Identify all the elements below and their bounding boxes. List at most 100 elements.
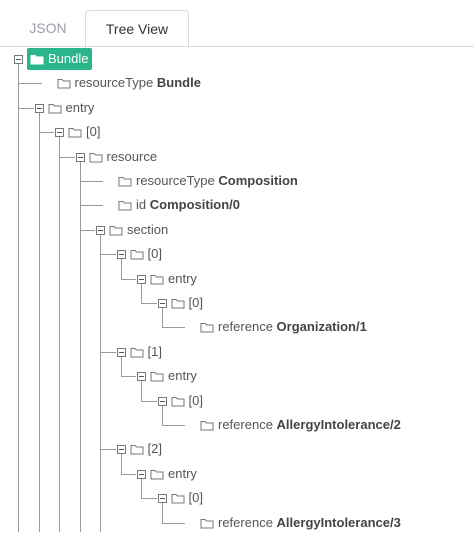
folder-icon (68, 124, 86, 139)
tree-branch-line (161, 425, 185, 426)
tree-branch-line (120, 473, 136, 475)
folder-icon (109, 222, 127, 237)
collapse-minus-icon[interactable] (116, 445, 126, 455)
collapse-minus-icon[interactable] (34, 103, 44, 113)
tab-divider (0, 46, 474, 47)
tree-connector-line (38, 112, 40, 532)
folder-icon (200, 319, 218, 334)
tree-node[interactable]: [2] (130, 438, 162, 460)
tree-node[interactable]: entry (150, 365, 197, 387)
folder-icon (171, 393, 189, 408)
tree-leaf-node[interactable]: reference AllergyIntolerance/3 (200, 512, 401, 534)
folder-icon (150, 271, 168, 286)
node-value: AllergyIntolerance/2 (276, 417, 401, 432)
collapse-minus-icon[interactable] (55, 128, 64, 138)
tree-branch-line (18, 107, 34, 109)
tree-branch-line (79, 205, 103, 207)
tree-branch-line (100, 351, 116, 353)
node-key: [2] (147, 441, 162, 457)
tree-branch-line (161, 522, 185, 524)
folder-icon (30, 51, 48, 66)
tree-branch-line (100, 254, 116, 256)
tree-connector-line (161, 503, 163, 523)
tree-connector-line (120, 454, 122, 474)
folder-icon (200, 417, 218, 432)
tree-connector-line (100, 234, 101, 532)
collapse-minus-icon[interactable] (75, 152, 85, 162)
tree-node[interactable]: resource (89, 146, 158, 168)
tree-connector-line (141, 381, 142, 401)
tree-branch-line (79, 229, 95, 231)
tree-leaf-node[interactable]: resourceType Composition (118, 170, 298, 192)
tree-leaf-node[interactable]: reference AllergyIntolerance/2 (200, 414, 401, 436)
node-value: Bundle (156, 75, 201, 91)
folder-icon (150, 466, 168, 481)
tree-node[interactable]: entry (150, 463, 197, 485)
tree-node[interactable]: entry (48, 97, 95, 119)
collapse-minus-icon[interactable] (14, 55, 23, 64)
collapse-minus-icon[interactable] (137, 274, 146, 284)
node-key: entry (168, 368, 197, 384)
tree-connector-line (120, 259, 122, 279)
node-key: section (127, 221, 169, 237)
node-value: Organization/1 (276, 319, 367, 335)
tree-node[interactable]: [0] (171, 390, 203, 412)
tree-branch-line (79, 181, 103, 182)
node-key: [0] (86, 124, 101, 140)
node-key: entry (168, 465, 197, 481)
collapse-minus-icon[interactable] (137, 372, 146, 382)
tree-connector-line (120, 356, 122, 377)
collapse-minus-icon[interactable] (137, 469, 146, 479)
collapse-minus-icon[interactable] (96, 225, 105, 235)
tree-node[interactable]: section (109, 219, 168, 241)
folder-icon (130, 344, 148, 359)
collapse-minus-icon[interactable] (116, 250, 126, 260)
tree-node[interactable]: [0] (130, 243, 162, 265)
folder-icon (150, 368, 168, 383)
tree-branch-line (38, 132, 54, 134)
tree-branch-line (59, 156, 75, 158)
tree-node[interactable]: [1] (130, 341, 162, 363)
tree-branch-line (141, 400, 157, 402)
tree-node-root[interactable]: Bundle (27, 48, 93, 70)
tree-connector-line (161, 405, 163, 425)
node-key: id (136, 197, 147, 213)
node-value: Composition/0 (149, 197, 241, 213)
tree-leaf-node[interactable]: id Composition/0 (118, 194, 240, 216)
tree-branch-line (141, 498, 157, 500)
collapse-minus-icon[interactable] (157, 396, 167, 406)
folder-icon (89, 149, 107, 164)
node-key: Bundle (48, 51, 89, 66)
tree-node[interactable]: entry (150, 268, 197, 290)
collapse-minus-icon[interactable] (157, 494, 167, 504)
tree-branch-line (161, 327, 185, 329)
node-key: reference (218, 417, 273, 432)
folder-icon (118, 173, 136, 188)
collapse-minus-icon[interactable] (157, 299, 167, 308)
tree-connector-line (59, 137, 60, 532)
node-value: AllergyIntolerance/3 (276, 514, 401, 530)
tree-leaf-node[interactable]: reference Organization/1 (200, 316, 367, 338)
tree-connector-line (161, 308, 163, 328)
tab-tree-view[interactable]: Tree View (85, 10, 189, 48)
tree-branch-line (18, 83, 42, 85)
node-key: resourceType (136, 173, 215, 188)
folder-icon (130, 441, 148, 456)
tree-node[interactable]: [0] (68, 121, 100, 143)
node-key: entry (65, 99, 95, 115)
node-key: entry (168, 270, 197, 286)
node-key: reference (218, 319, 273, 335)
tree-leaf-node[interactable]: resourceType Bundle (57, 72, 201, 94)
tab-json[interactable]: JSON (29, 20, 67, 36)
collapse-minus-icon[interactable] (116, 347, 126, 357)
node-key: [0] (188, 392, 203, 408)
node-key: reference (218, 514, 273, 530)
node-key: [0] (188, 490, 203, 506)
tree-branch-line (120, 376, 136, 378)
tree-node[interactable]: [0] (171, 292, 203, 314)
folder-icon (48, 100, 66, 115)
node-key: resource (106, 148, 158, 164)
tree-node[interactable]: [0] (171, 487, 203, 509)
folder-icon (57, 75, 75, 90)
